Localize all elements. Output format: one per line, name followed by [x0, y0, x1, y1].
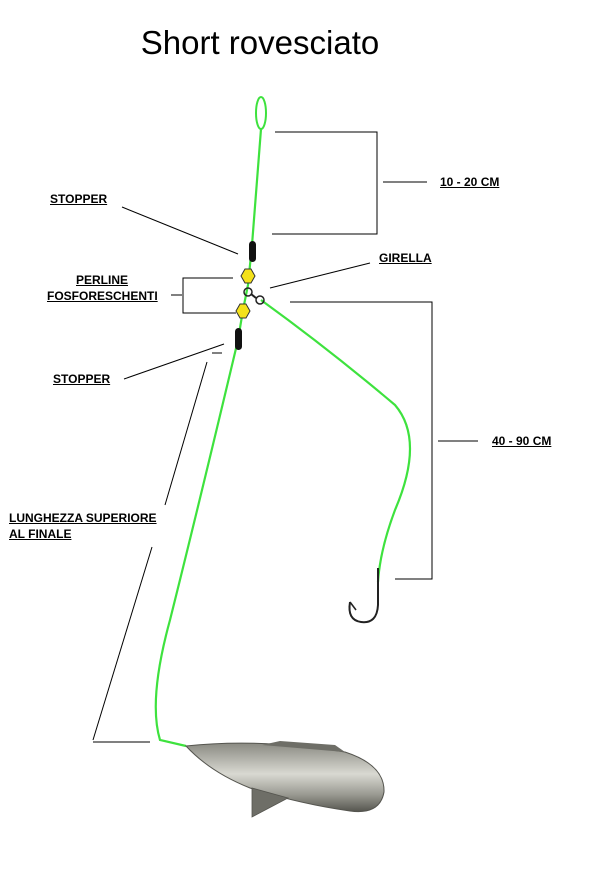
label-lunghezza-line1: LUNGHEZZA SUPERIORE [9, 511, 157, 525]
label-perline-line1: PERLINE [76, 273, 129, 287]
leader-stopper-top [121, 206, 239, 255]
bracket-upper [272, 131, 427, 235]
page-title: Short rovesciato [140, 24, 380, 61]
label-girella: GIRELLA [379, 251, 432, 265]
stopper-bottom [235, 328, 242, 350]
label-stopper-bottom: STOPPER [53, 372, 111, 386]
branch-line [260, 299, 411, 583]
main-line-path [154, 128, 263, 748]
leader-lines [92, 206, 371, 743]
top-loop [255, 96, 267, 130]
leader-perline-bracket [182, 277, 236, 314]
bracket-lower [290, 301, 478, 580]
bead-top [240, 268, 256, 284]
leader-lunghezza-top [164, 361, 208, 506]
swivel-icon [243, 287, 265, 305]
hook-icon [348, 568, 379, 624]
label-range-upper: 10 - 20 CM [440, 175, 500, 189]
label-lunghezza-line2: AL FINALE [9, 527, 72, 541]
label-range-lower: 40 - 90 CM [492, 434, 552, 448]
leader-lunghezza-bottom [92, 546, 153, 741]
stopper-top [249, 241, 256, 262]
lead-sinker [184, 741, 385, 818]
leader-girella [269, 262, 371, 289]
label-perline-line2: FOSFORESCHENTI [47, 289, 158, 303]
main-line [154, 96, 267, 748]
hook-barb [349, 601, 357, 611]
bead-bottom [235, 303, 251, 319]
label-stopper-top: STOPPER [50, 192, 108, 206]
leader-stopper-bottom [123, 343, 225, 380]
